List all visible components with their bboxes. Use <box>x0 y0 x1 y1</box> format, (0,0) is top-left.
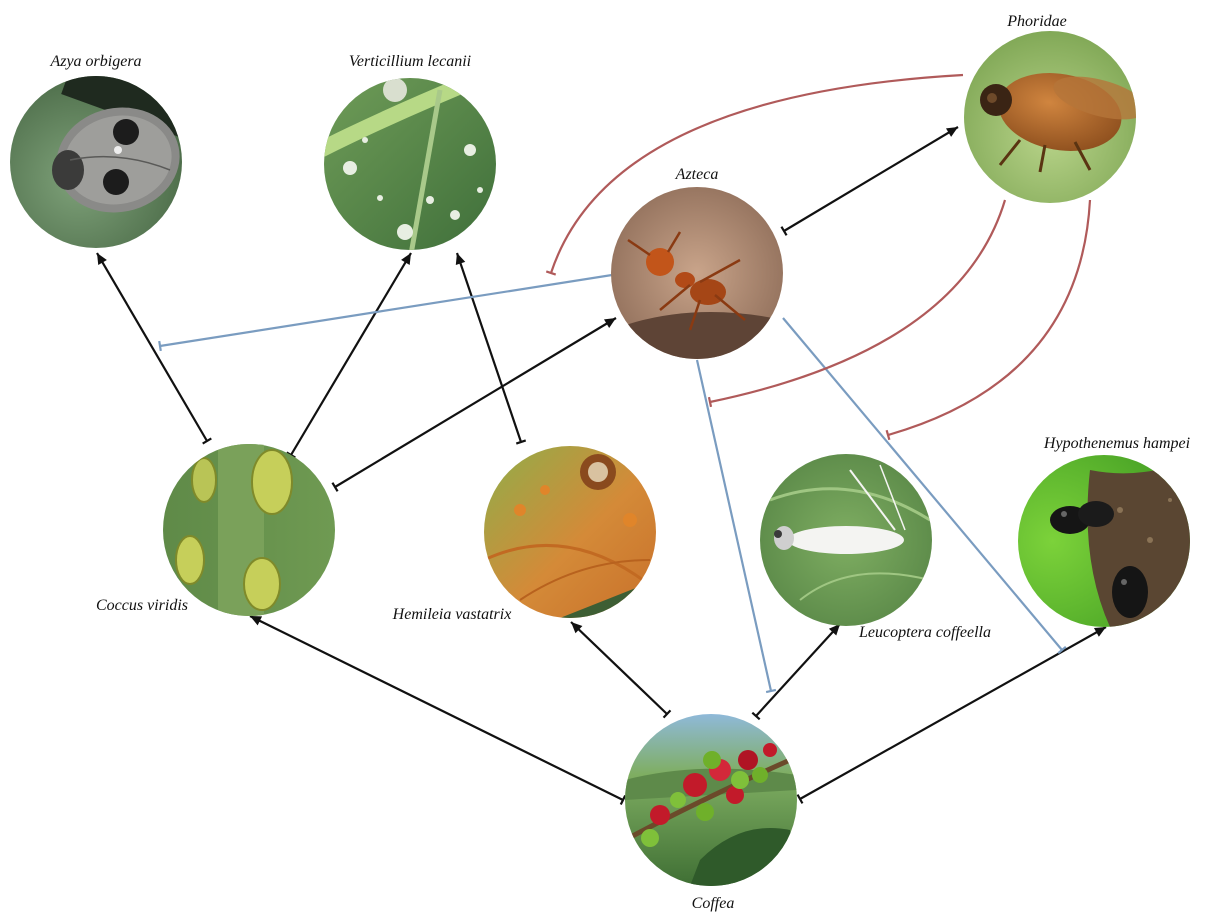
edge-hemileia-verticillium <box>456 253 526 444</box>
leucoptera-coffeella-image <box>760 454 932 626</box>
azteca-label: Azteca <box>675 166 719 183</box>
edge-coccus-verticillium <box>287 253 411 458</box>
hemileia-vastatrix-label: Hemileia vastatrix <box>392 606 512 623</box>
edge-azteca-phoridae <box>781 127 958 235</box>
verticillium-lecanii-image <box>320 70 500 260</box>
coffea-image <box>625 714 797 886</box>
node-hemileia-vastatrix[interactable]: Hemileia vastatrix <box>392 446 656 623</box>
edge-coffea-hemileia <box>571 622 670 718</box>
node-azteca[interactable]: Azteca <box>611 166 783 359</box>
edge-azteca-coccus-inhibit <box>159 275 612 351</box>
hemileia-vastatrix-image <box>484 446 656 618</box>
edge-coffea-coccus <box>250 616 625 804</box>
coccus-viridis-label: Coccus viridis <box>96 597 188 614</box>
coffea-label: Coffea <box>692 895 735 912</box>
verticillium-lecanii-label: Verticillium lecanii <box>349 53 471 70</box>
node-azya-orbigera[interactable]: Azya orbigera <box>10 53 216 248</box>
hypothenemus-hampei-image <box>1018 455 1190 627</box>
azya-orbigera-label: Azya orbigera <box>49 53 141 70</box>
phoridae-label: Phoridae <box>1006 13 1067 30</box>
node-leucoptera-coffeella[interactable]: Leucoptera coffeella <box>760 454 991 641</box>
azteca-image <box>611 187 783 359</box>
phoridae-image <box>964 31 1151 203</box>
coccus-viridis-image <box>163 444 335 616</box>
leucoptera-coffeella-label: Leucoptera coffeella <box>858 624 991 641</box>
node-coffea[interactable]: Coffea <box>625 714 797 912</box>
azya-orbigera-image <box>10 56 216 248</box>
edge-coffea-hypothenemus <box>798 627 1106 803</box>
edges-layer <box>97 75 1106 804</box>
edge-coccus-azya <box>97 253 211 444</box>
node-verticillium-lecanii[interactable]: Verticillium lecanii <box>320 53 500 260</box>
node-coccus-viridis[interactable]: Coccus viridis <box>96 444 335 616</box>
node-phoridae[interactable]: Phoridae <box>964 13 1151 203</box>
edge-coffea-leucoptera <box>752 624 840 719</box>
node-hypothenemus-hampei[interactable]: Hypothenemus hampei <box>1018 435 1190 627</box>
hypothenemus-hampei-label: Hypothenemus hampei <box>1043 435 1190 452</box>
